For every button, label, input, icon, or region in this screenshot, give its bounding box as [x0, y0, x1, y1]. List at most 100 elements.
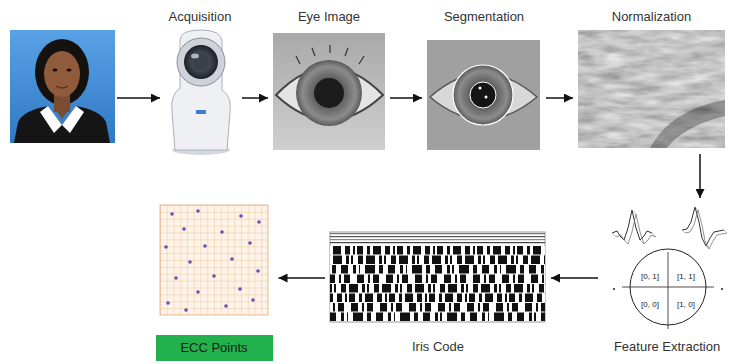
ecc-point-grid-part — [196, 290, 200, 294]
iris-scanner-part — [184, 45, 218, 79]
flow-arrow — [551, 277, 598, 279]
iris-code-bars-part — [330, 275, 545, 284]
flow-arrow — [117, 97, 160, 99]
iris-scanner-part — [172, 30, 231, 150]
eye-image-stage: Eye Image — [270, 8, 388, 153]
iris-code-bars-part-part — [330, 303, 545, 312]
person-photo-part — [14, 106, 110, 143]
iris-code-bars-part — [330, 265, 545, 274]
ecc-point-grid-part — [160, 205, 268, 315]
eye-photo-part — [296, 60, 362, 126]
ecc-point-grid-part — [248, 241, 252, 245]
flow-arrow — [546, 97, 573, 99]
ecc-point-grid-part — [174, 276, 178, 280]
eye-photo-part — [296, 45, 364, 64]
segmented-eye-part — [453, 65, 513, 125]
quadrant-label: [0, 1] — [641, 272, 659, 281]
normalized-iris — [578, 30, 725, 148]
iris-code-bars-part — [330, 242, 545, 243]
gabor-quadrant-figure-part — [685, 210, 727, 249]
segmented-eye-part — [485, 96, 488, 99]
ecc-point-grid-part — [184, 308, 188, 312]
ecc-point-grid-part — [212, 274, 216, 278]
ecc-point-grid-part — [196, 209, 200, 213]
iris-code-bars-part-part — [330, 246, 545, 255]
iris-scanner-part — [196, 110, 206, 114]
iris-scanner-part — [177, 38, 225, 86]
normalization-stage: Normalization — [575, 8, 728, 152]
person-photo-part — [10, 30, 115, 143]
iris-code-bars-part-part — [330, 275, 545, 284]
quadrant-label-holder: [0, 0] — [641, 293, 659, 311]
gabor-quadrant-figure-part — [721, 288, 723, 290]
eye-photo — [273, 33, 385, 150]
person-photo-part — [67, 69, 72, 72]
flow-arrow — [390, 97, 422, 99]
eye-photo-part — [314, 78, 344, 108]
stage-caption: Eye Image — [296, 8, 362, 26]
quadrant-label: [0, 0] — [641, 300, 659, 309]
acquisition-stage: Acquisition — [160, 8, 240, 158]
ecc-point-grid-part — [170, 212, 174, 216]
gabor-quadrant-figure — [612, 207, 727, 329]
stage-caption: Acquisition — [167, 8, 234, 26]
flow-arrow — [242, 97, 268, 99]
quadrant-label-holder: [1, 0] — [677, 293, 695, 311]
ecc-point-grid-part — [230, 257, 234, 261]
iris-code-stage: Iris Code — [327, 228, 549, 356]
ecc-point-grid-part — [256, 269, 260, 273]
iris-code-bars-part — [330, 232, 545, 322]
eye-photo-part — [273, 33, 385, 150]
stage-caption: Normalization — [610, 8, 693, 26]
ecc-point-grid-part — [203, 244, 207, 248]
flow-arrow — [279, 277, 326, 279]
ecc-point-grid-part — [160, 205, 268, 315]
ecc-stage: ECC Points — [152, 200, 277, 361]
ecc-point-grid-part — [188, 260, 192, 264]
quadrant-label: [1, 0] — [677, 300, 695, 309]
gabor-quadrant-figure-part — [682, 207, 727, 249]
iris-code-bars-part — [330, 313, 545, 322]
ecc-point-grid-part — [257, 220, 261, 224]
ecc-point-grid-part — [251, 298, 255, 302]
quadrant-label: [1, 1] — [677, 272, 695, 281]
iris-code-bars-part-part — [330, 265, 545, 274]
segmented-eye-part — [453, 65, 513, 125]
person-photo-part — [44, 51, 80, 97]
normalized-iris-part — [578, 30, 725, 148]
ecc-point-grid-part — [220, 230, 224, 234]
iris-code-bars-part — [330, 303, 545, 312]
flow-arrow — [699, 154, 701, 198]
gabor-quadrant-figure-part — [682, 207, 724, 246]
iris-code-bars-part-part — [330, 256, 545, 265]
iris-code-bars-part-part — [330, 284, 545, 293]
ecc-point-grid — [160, 205, 268, 315]
ecc-point-grid-part — [166, 301, 170, 305]
stage-caption: Segmentation — [442, 8, 526, 26]
feature-stage: Feature Extraction — [600, 200, 734, 356]
normalized-iris-part — [650, 100, 725, 148]
quadrant-label-holder: [0, 1] — [641, 265, 659, 283]
stage-caption: Feature Extraction — [612, 338, 722, 356]
iris-scanner-part — [191, 54, 199, 59]
segmentation-stage: Segmentation — [424, 8, 544, 153]
iris-code-bars-part-part — [330, 294, 545, 303]
ecc-point-grid-part — [164, 245, 168, 249]
person-photo-part — [35, 39, 89, 105]
segmented-eye-part — [470, 82, 496, 108]
person-photo — [10, 30, 115, 143]
iris-scanner — [172, 30, 231, 155]
iris-code-bars-part — [330, 233, 545, 234]
gabor-quadrant-figure-part — [616, 214, 656, 244]
person-photo-part — [56, 86, 68, 88]
gabor-quadrant-figure-part — [668, 252, 669, 329]
iris-code-bars-part — [330, 246, 545, 255]
person-photo-part — [53, 69, 58, 72]
segmented-eye — [427, 40, 540, 150]
person-photo-part — [53, 106, 71, 119]
stage-caption: Iris Code — [410, 338, 466, 356]
ecc-point-grid-part — [239, 214, 243, 218]
